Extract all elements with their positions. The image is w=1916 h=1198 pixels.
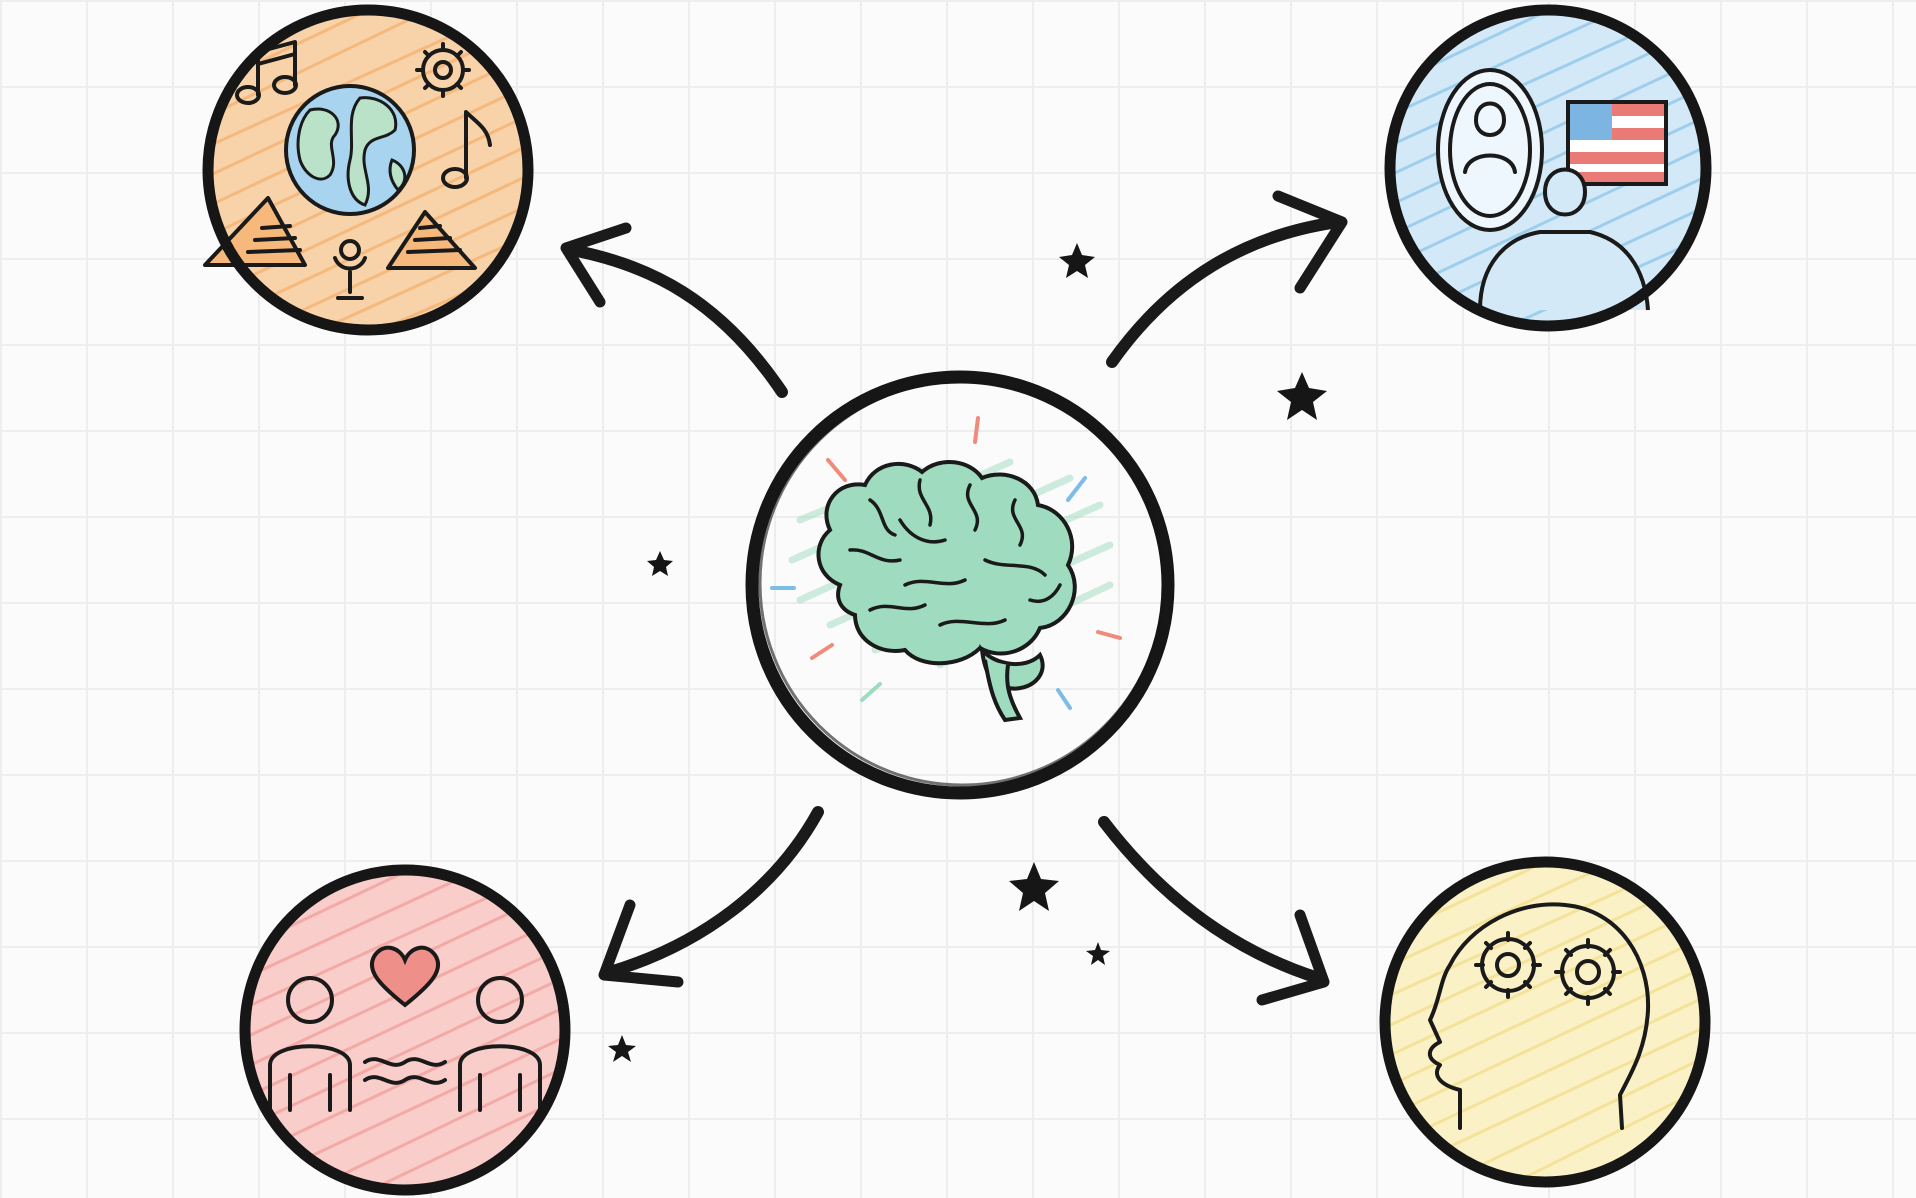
- relationships-ring: [239, 864, 571, 1196]
- center-node: [745, 370, 1175, 800]
- goblet-icon: [333, 239, 367, 300]
- head-profile-icon: [1427, 902, 1651, 1130]
- pyramid-icon: [386, 210, 477, 270]
- star-icon: [608, 1035, 636, 1062]
- identity-ring: [1384, 4, 1712, 332]
- star-icon: [1277, 372, 1327, 420]
- connector-arrows: [560, 190, 1348, 1006]
- music-note-icon: [441, 110, 492, 189]
- brain-glow-rays: [770, 416, 1122, 710]
- person-silhouette-icon: [1478, 167, 1650, 311]
- gear-icon: [415, 42, 471, 98]
- arrow-to-cognition: [1098, 816, 1330, 1006]
- sparkle-stars: [608, 243, 1327, 1062]
- brain-icon: [816, 459, 1077, 723]
- music-note-icon: [235, 40, 298, 105]
- star-icon: [1009, 862, 1059, 911]
- node-culture: [202, 4, 534, 336]
- person-right-icon: [458, 976, 542, 1112]
- arrow-to-identity: [1106, 190, 1348, 368]
- node-cognition: [1379, 856, 1711, 1188]
- person-left-icon: [268, 976, 352, 1112]
- gear-icon: [1474, 931, 1542, 999]
- gear-icon: [1554, 938, 1622, 1006]
- node-relationships: [239, 864, 571, 1196]
- flag-icon: [1566, 100, 1668, 186]
- globe-icon: [284, 84, 416, 216]
- star-icon: [1086, 942, 1110, 965]
- arrow-to-relationships: [598, 806, 824, 988]
- heart-icon: [369, 945, 441, 1008]
- approx-equal-icon: [363, 1057, 447, 1085]
- star-icon: [647, 551, 673, 576]
- culture-ring: [202, 4, 534, 336]
- star-icon: [1059, 243, 1095, 278]
- node-identity: [1384, 4, 1712, 332]
- mirror-icon: [1436, 68, 1544, 232]
- arrow-to-culture: [560, 222, 788, 398]
- center-ring: [745, 370, 1175, 800]
- cognition-ring: [1379, 856, 1711, 1188]
